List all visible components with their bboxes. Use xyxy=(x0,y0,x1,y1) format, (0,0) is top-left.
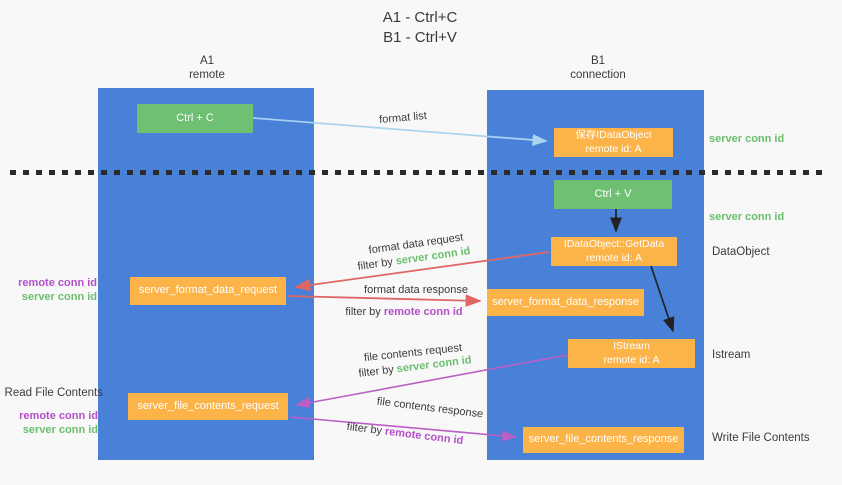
node-getdata-line1: IDataObject::GetData xyxy=(563,238,665,251)
node-istream-line2: remote id: A xyxy=(603,353,660,366)
node-save-idataobject: 保存IDataObject remote id: A xyxy=(554,128,673,157)
dotted-separator-line xyxy=(10,170,828,175)
remote-conn-id-label: remote conn id xyxy=(18,277,97,289)
title-line-b1: B1 - Ctrl+V xyxy=(383,29,457,46)
filter-by-text: filter by xyxy=(346,420,383,438)
node-server-file-contents-response: server_file_contents_response xyxy=(523,427,684,453)
server-conn-id-label: server conn id xyxy=(22,423,98,436)
title-line-a1: A1 - Ctrl+C xyxy=(382,9,458,26)
read-file-contents-label: Read File Contents xyxy=(4,387,103,399)
column-header-a1: A1 remote xyxy=(157,54,257,82)
column-b1-name: B1 xyxy=(590,55,606,67)
node-istream: IStream remote id: A xyxy=(568,339,695,368)
node-idataobject-getdata: IDataObject::GetData remote id: A xyxy=(551,237,677,266)
write-file-contents-label: Write File Contents xyxy=(712,432,810,444)
right-server-conn-id-top: server conn id xyxy=(709,133,785,145)
node-server-format-data-response: server_format_data_response xyxy=(487,289,644,316)
column-b1-subtitle: connection xyxy=(570,69,626,81)
node-getdata-line2: remote id: A xyxy=(585,251,643,264)
column-a1-name: A1 xyxy=(199,55,215,67)
arrow-format-data-response xyxy=(286,294,482,307)
remote-conn-id-label: remote conn id xyxy=(19,410,98,422)
node-ctrl-c: Ctrl + C xyxy=(137,104,253,133)
node-save-idataobject-line1: 保存IDataObject xyxy=(575,129,652,142)
column-a1-subtitle: remote xyxy=(189,69,225,81)
remote-conn-id-text: remote conn id xyxy=(384,425,464,448)
filter-by-text: filter by xyxy=(345,306,381,318)
istream-label: Istream xyxy=(712,349,751,361)
node-ctrl-v-label: Ctrl + V xyxy=(594,187,632,200)
node-save-idataobject-line2: remote id: A xyxy=(585,142,642,155)
edge-label-format-data-response: format data response xyxy=(364,284,468,296)
dataobject-label: DataObject xyxy=(712,246,770,258)
node-server-file-contents-request: server_file_contents_request xyxy=(128,393,288,420)
diagram-title: A1 - Ctrl+C B1 - Ctrl+V xyxy=(320,8,520,48)
node-ctrl-v: Ctrl + V xyxy=(554,180,672,209)
node-server-format-data-request-label: server_format_data_request xyxy=(138,284,278,297)
edge-label-format-list: format list xyxy=(378,109,428,127)
left-conn-id-annotation-top: remote conn id server conn id xyxy=(0,277,97,304)
remote-conn-id-text: remote conn id xyxy=(383,306,463,318)
node-server-format-data-response-label: server_format_data_response xyxy=(492,295,639,308)
node-server-file-contents-request-label: server_file_contents_request xyxy=(137,399,279,412)
right-server-conn-id-mid: server conn id xyxy=(709,211,785,223)
column-header-b1: B1 connection xyxy=(548,54,648,82)
left-conn-id-annotation-bottom: remote conn id server conn id xyxy=(0,410,98,437)
node-server-format-data-request: server_format_data_request xyxy=(130,277,286,305)
node-server-file-contents-response-label: server_file_contents_response xyxy=(528,433,679,446)
edge-label-file-contents-response: file contents response xyxy=(376,395,484,421)
filter-by-text: filter by xyxy=(357,363,395,380)
node-ctrl-c-label: Ctrl + C xyxy=(176,111,214,124)
filter-by-text: filter by xyxy=(356,256,394,273)
server-conn-id-label: server conn id xyxy=(21,290,97,303)
node-istream-line1: IStream xyxy=(613,340,650,353)
